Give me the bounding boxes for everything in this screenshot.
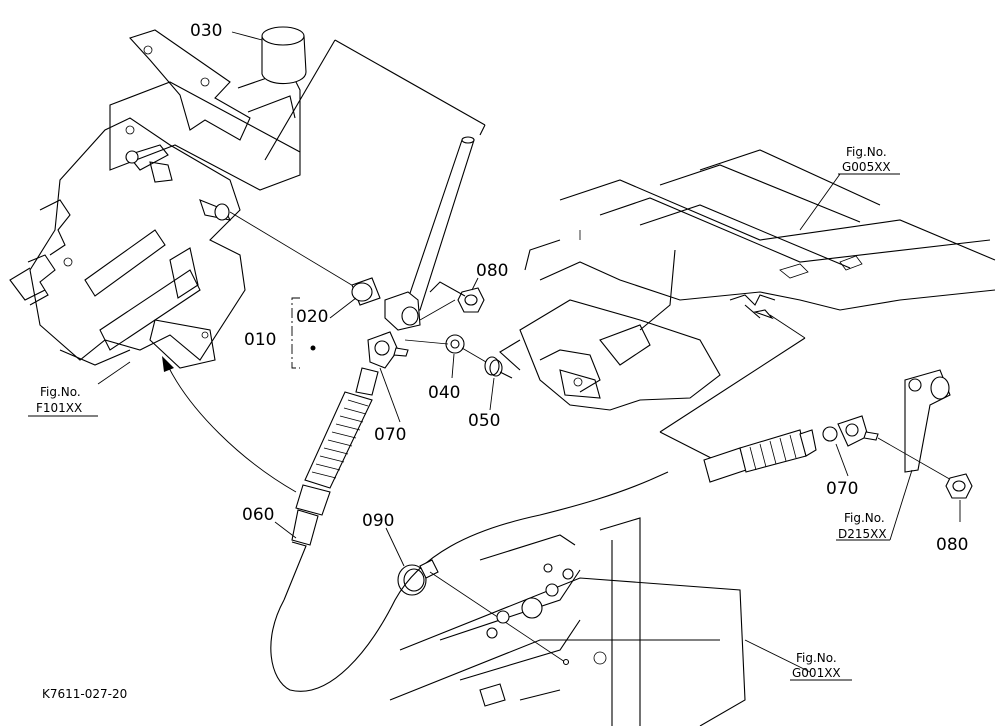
lever-arm-d215 bbox=[877, 369, 961, 486]
part-label-060: 060 bbox=[242, 505, 274, 525]
washer-040 bbox=[404, 334, 465, 354]
knob-030-group bbox=[261, 26, 486, 331]
figref-d215-title: Fig.No. bbox=[844, 511, 885, 525]
part-label-050: 050 bbox=[468, 411, 500, 431]
figref-g005-code: G005XX bbox=[842, 160, 891, 174]
nut-080-upper bbox=[419, 281, 485, 321]
clip-050 bbox=[461, 347, 513, 379]
part-label-070-lower: 070 bbox=[826, 479, 858, 499]
nut-080-lower bbox=[945, 473, 973, 499]
clamp-090 bbox=[397, 559, 570, 666]
figref-f101-title: Fig.No. bbox=[40, 385, 81, 399]
figref-g001-code: G001XX bbox=[792, 666, 841, 680]
bushing-020 bbox=[351, 277, 381, 306]
part-label-090: 090 bbox=[362, 511, 394, 531]
figref-g005-title: Fig.No. bbox=[846, 145, 887, 159]
lower-housing-assembly bbox=[389, 517, 746, 726]
drawing-code: K7611-027-20 bbox=[42, 687, 127, 701]
right-frame-assembly bbox=[499, 149, 996, 411]
figref-g001-title: Fig.No. bbox=[796, 651, 837, 665]
part-label-080-lower: 080 bbox=[936, 535, 968, 555]
group-dot-010 bbox=[310, 345, 316, 351]
part-label-010: 010 bbox=[244, 330, 276, 350]
ball-joint-070-lower bbox=[822, 415, 879, 447]
leader-lines bbox=[28, 31, 961, 681]
figref-d215-code: D215XX bbox=[838, 527, 887, 541]
part-label-030: 030 bbox=[190, 21, 222, 41]
figref-f101-code: F101XX bbox=[36, 401, 82, 415]
group-bracket-010 bbox=[291, 297, 300, 369]
cable-end-right bbox=[659, 337, 817, 483]
part-label-020: 020 bbox=[296, 307, 328, 327]
part-label-040: 040 bbox=[428, 383, 460, 403]
ball-joint-070-upper bbox=[355, 331, 409, 396]
cable-060 bbox=[270, 391, 669, 692]
clamp-bolt-dot bbox=[562, 658, 570, 666]
part-label-080-upper: 080 bbox=[476, 261, 508, 281]
part-label-070-upper: 070 bbox=[374, 425, 406, 445]
